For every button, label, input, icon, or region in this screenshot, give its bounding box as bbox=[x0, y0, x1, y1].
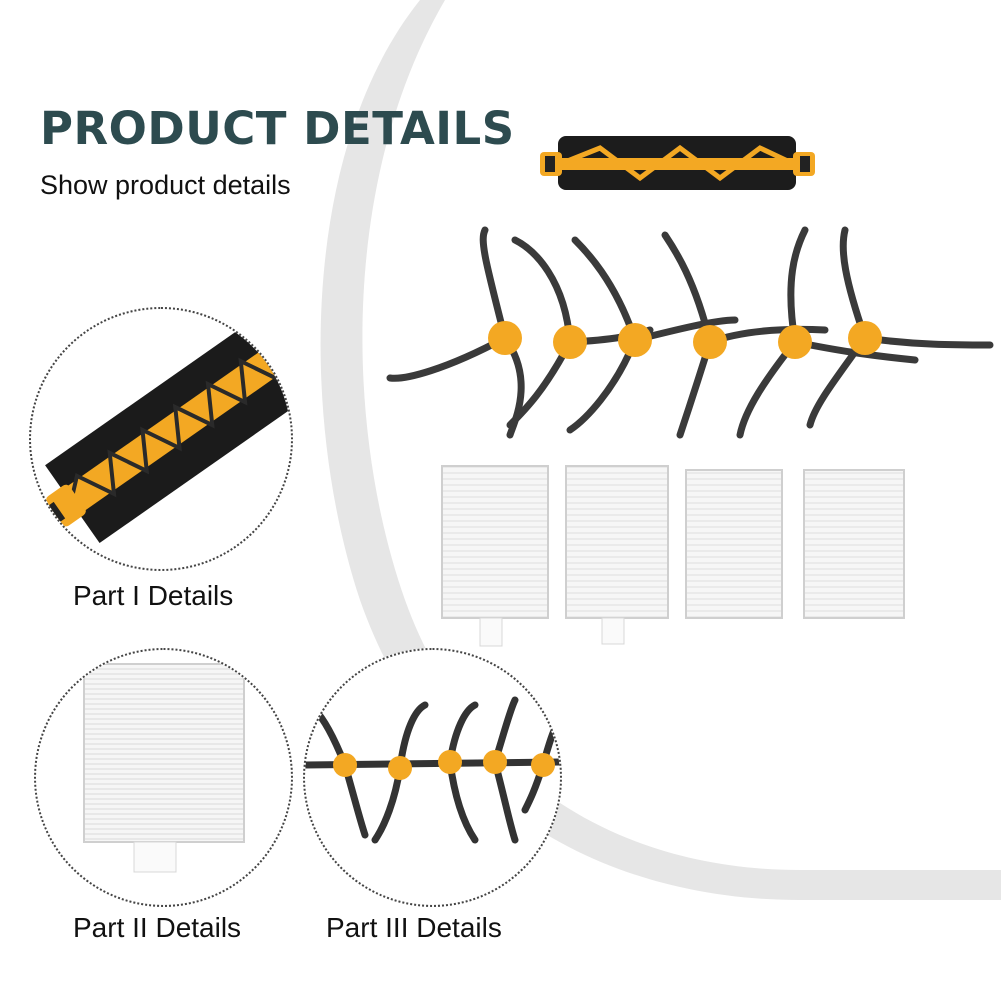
part-3-caption: Part III Details bbox=[326, 912, 502, 943]
side-brushes-image bbox=[386, 226, 994, 439]
page-subtitle: Show product details bbox=[40, 170, 291, 200]
part-1-caption: Part I Details bbox=[73, 580, 234, 611]
part-2-caption: Part II Details bbox=[73, 912, 242, 943]
page-title: PRODUCT DETAILS bbox=[40, 102, 515, 155]
part-2-detail-circle bbox=[34, 648, 293, 907]
filter-closeup-image bbox=[83, 663, 245, 873]
filters-image bbox=[441, 465, 905, 647]
side-brush-closeup-image bbox=[305, 696, 560, 844]
roller-brush-closeup-image bbox=[42, 316, 291, 544]
part-1-detail-circle bbox=[29, 307, 293, 571]
part-3-detail-circle bbox=[303, 648, 562, 907]
main-roller-brush-image bbox=[540, 136, 815, 190]
